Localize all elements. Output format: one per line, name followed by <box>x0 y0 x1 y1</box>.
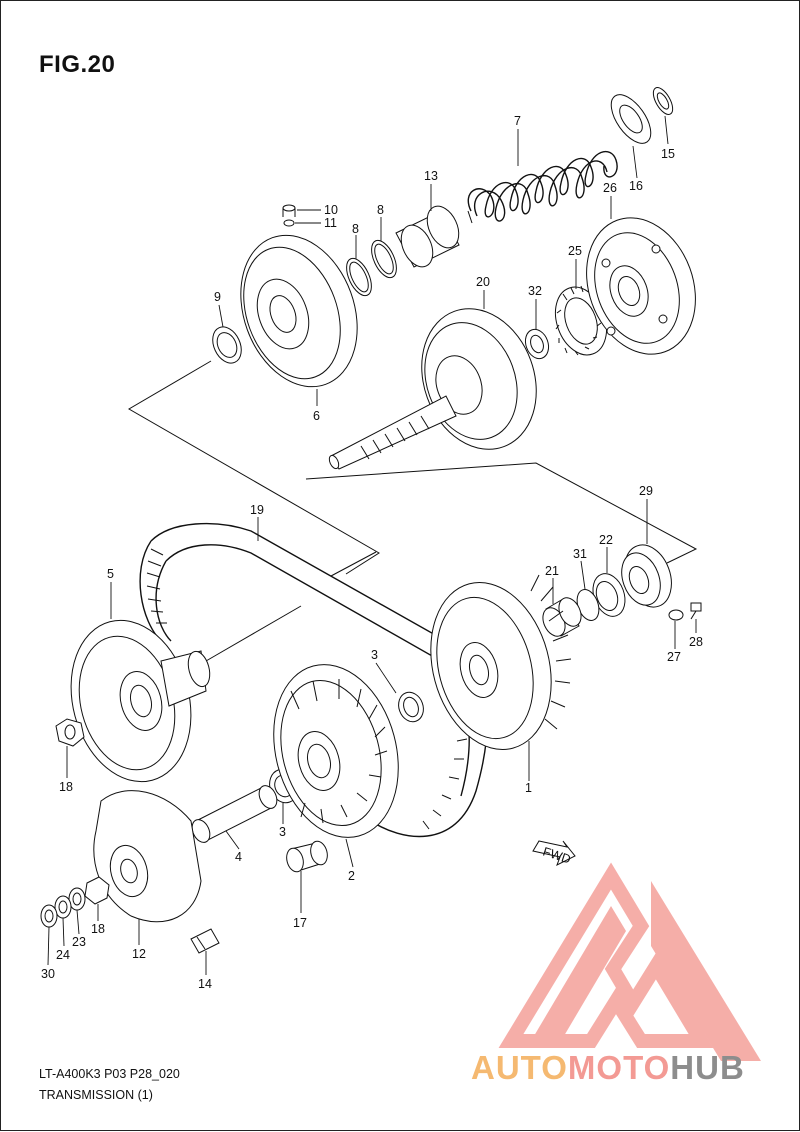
callout-25: 25 <box>568 244 582 258</box>
callout-18-a: 18 <box>59 780 73 794</box>
callout-2: 2 <box>348 869 355 883</box>
callout-9: 9 <box>214 290 221 304</box>
part-17-bushing <box>286 840 328 873</box>
part-7-spring <box>467 150 618 224</box>
part-8-oring-a <box>346 257 372 297</box>
callout-8-a: 8 <box>352 222 359 236</box>
leader-lines <box>47 115 697 975</box>
part-5-drive-face <box>70 619 211 783</box>
part-16-plate <box>610 94 652 144</box>
callout-19: 19 <box>250 503 264 517</box>
part-22-oil-seal <box>592 573 626 617</box>
callout-20: 20 <box>476 275 490 289</box>
part-32-collar <box>524 328 550 360</box>
callout-10: 10 <box>324 203 338 217</box>
callout-16: 16 <box>629 179 643 193</box>
callout-5: 5 <box>107 567 114 581</box>
part-27-washer <box>668 609 684 621</box>
callout-18-b: 18 <box>91 922 105 936</box>
callout-labels: 7 15 16 13 26 10 11 8 8 25 20 32 9 6 29 … <box>41 114 703 991</box>
part-30-nut <box>40 904 58 928</box>
callout-22: 22 <box>599 533 613 547</box>
part-20-clutch-drum <box>328 308 537 470</box>
part-3-roller-a <box>398 691 424 723</box>
callout-23: 23 <box>72 935 86 949</box>
part-23-washer <box>68 887 86 911</box>
callout-11: 11 <box>324 216 337 230</box>
part-24-washer <box>54 895 72 919</box>
part-26-clutch-carrier <box>586 217 696 355</box>
callout-3-b: 3 <box>279 825 286 839</box>
callout-17: 17 <box>293 916 307 930</box>
callout-21: 21 <box>545 564 559 578</box>
callout-32: 32 <box>528 284 542 298</box>
part-1-fixed-sheave <box>430 574 572 750</box>
fwd-arrow-marker: FWD <box>532 840 576 867</box>
watermark-logo <box>498 862 761 1061</box>
part-29-bearing <box>621 544 672 608</box>
watermark-auto: AUTO <box>471 1049 568 1086</box>
callout-15: 15 <box>661 147 675 161</box>
callout-14: 14 <box>198 977 212 991</box>
part-11-washer <box>283 219 295 227</box>
callout-4: 4 <box>235 850 242 864</box>
watermark-hub: HUB <box>670 1049 745 1086</box>
part-14-slide-piece <box>190 928 220 954</box>
watermark-moto: MOTO <box>567 1049 671 1086</box>
part-13-spacer <box>395 205 460 268</box>
callout-12: 12 <box>132 947 146 961</box>
part-10-bolt <box>282 204 296 217</box>
part-8-oring-b <box>371 239 397 279</box>
callout-3-a: 3 <box>371 648 378 662</box>
part-18-nut-a <box>55 718 85 747</box>
part-9-seal <box>212 326 242 364</box>
watermark-text: AUTOMOTOHUB <box>471 1049 745 1087</box>
model-code: LT-A400K3 P03 P28_020 <box>39 1067 180 1081</box>
callout-1: 1 <box>525 781 532 795</box>
callout-7: 7 <box>514 114 521 128</box>
callout-13: 13 <box>424 169 438 183</box>
callout-6: 6 <box>313 409 320 423</box>
callout-24: 24 <box>56 948 70 962</box>
part-12-cam-plate <box>93 790 202 923</box>
part-21-bushing <box>542 597 582 637</box>
callout-27: 27 <box>667 650 681 664</box>
figure-title: FIG.20 <box>39 51 116 78</box>
part-28-bolt <box>690 602 702 620</box>
callout-30: 30 <box>41 967 55 981</box>
callout-26: 26 <box>603 181 617 195</box>
part-4-sleeve <box>191 785 278 843</box>
part-15-circlip <box>652 87 674 115</box>
callout-31: 31 <box>573 547 587 561</box>
callout-8-b: 8 <box>377 203 384 217</box>
part-2-movable-plate <box>273 664 399 838</box>
figure-caption: TRANSMISSION (1) <box>39 1088 153 1102</box>
callout-29: 29 <box>639 484 653 498</box>
part-6-sheave-plate <box>240 234 358 388</box>
callout-28: 28 <box>689 635 703 649</box>
assembly-guide-lines <box>128 360 698 662</box>
